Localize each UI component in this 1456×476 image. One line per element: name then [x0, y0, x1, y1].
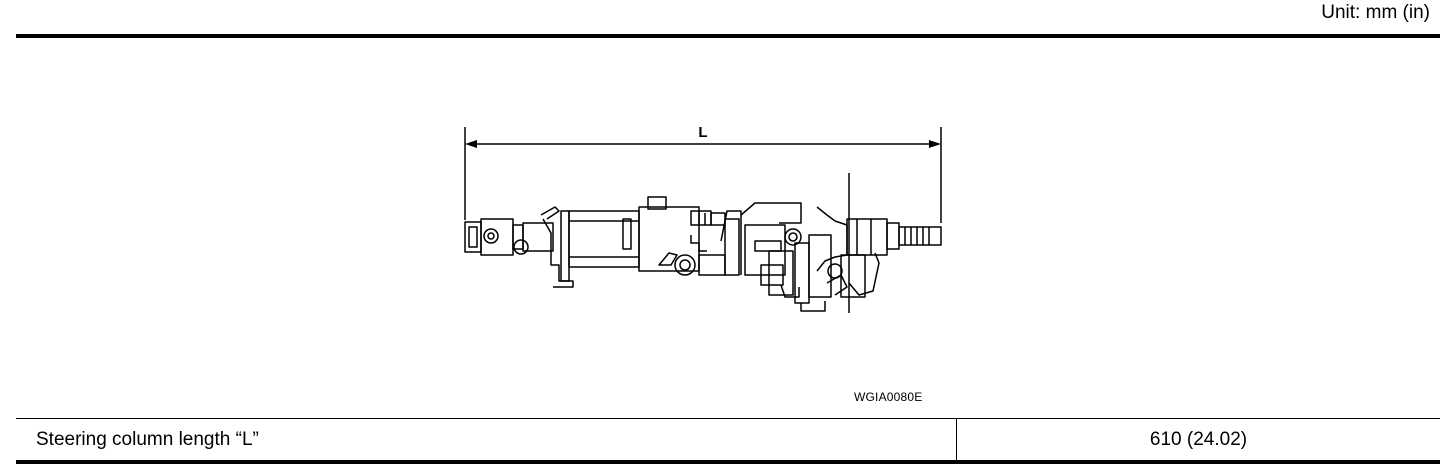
table-row: Steering column length “L” 610 (24.02): [16, 418, 1440, 462]
unit-label: Unit: mm (in): [1321, 2, 1430, 23]
top-rule: [16, 34, 1440, 38]
figure-id: WGIA0080E: [854, 390, 923, 404]
spec-label: Steering column length “L”: [16, 418, 957, 462]
spec-value: 610 (24.02): [1149, 428, 1248, 450]
dimension-label: L: [698, 124, 707, 141]
steering-column-drawing: [464, 173, 942, 313]
arrow-left: [465, 140, 477, 148]
arrow-right: [929, 140, 941, 148]
spec-table: Steering column length “L” 610 (24.02): [16, 418, 1440, 464]
steering-column-figure: L: [455, 115, 955, 325]
